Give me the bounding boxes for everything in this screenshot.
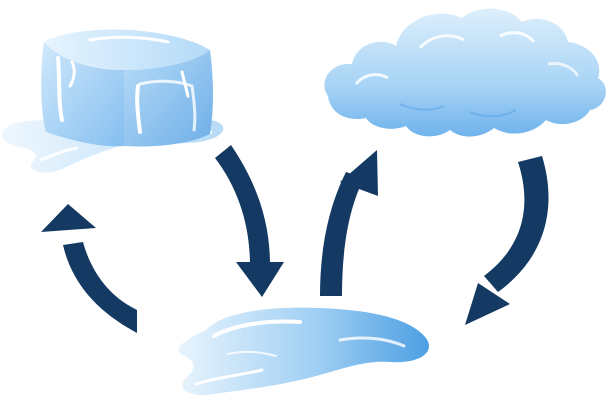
arrow-water-to-ice bbox=[41, 204, 137, 333]
arrow-ice-to-water bbox=[215, 145, 284, 297]
water-puddle-icon bbox=[178, 307, 429, 396]
cloud-icon bbox=[324, 8, 606, 137]
ice-cube-icon bbox=[1, 29, 224, 173]
arrow-water-to-cloud bbox=[320, 150, 378, 296]
arrow-cloud-to-water bbox=[465, 156, 549, 325]
